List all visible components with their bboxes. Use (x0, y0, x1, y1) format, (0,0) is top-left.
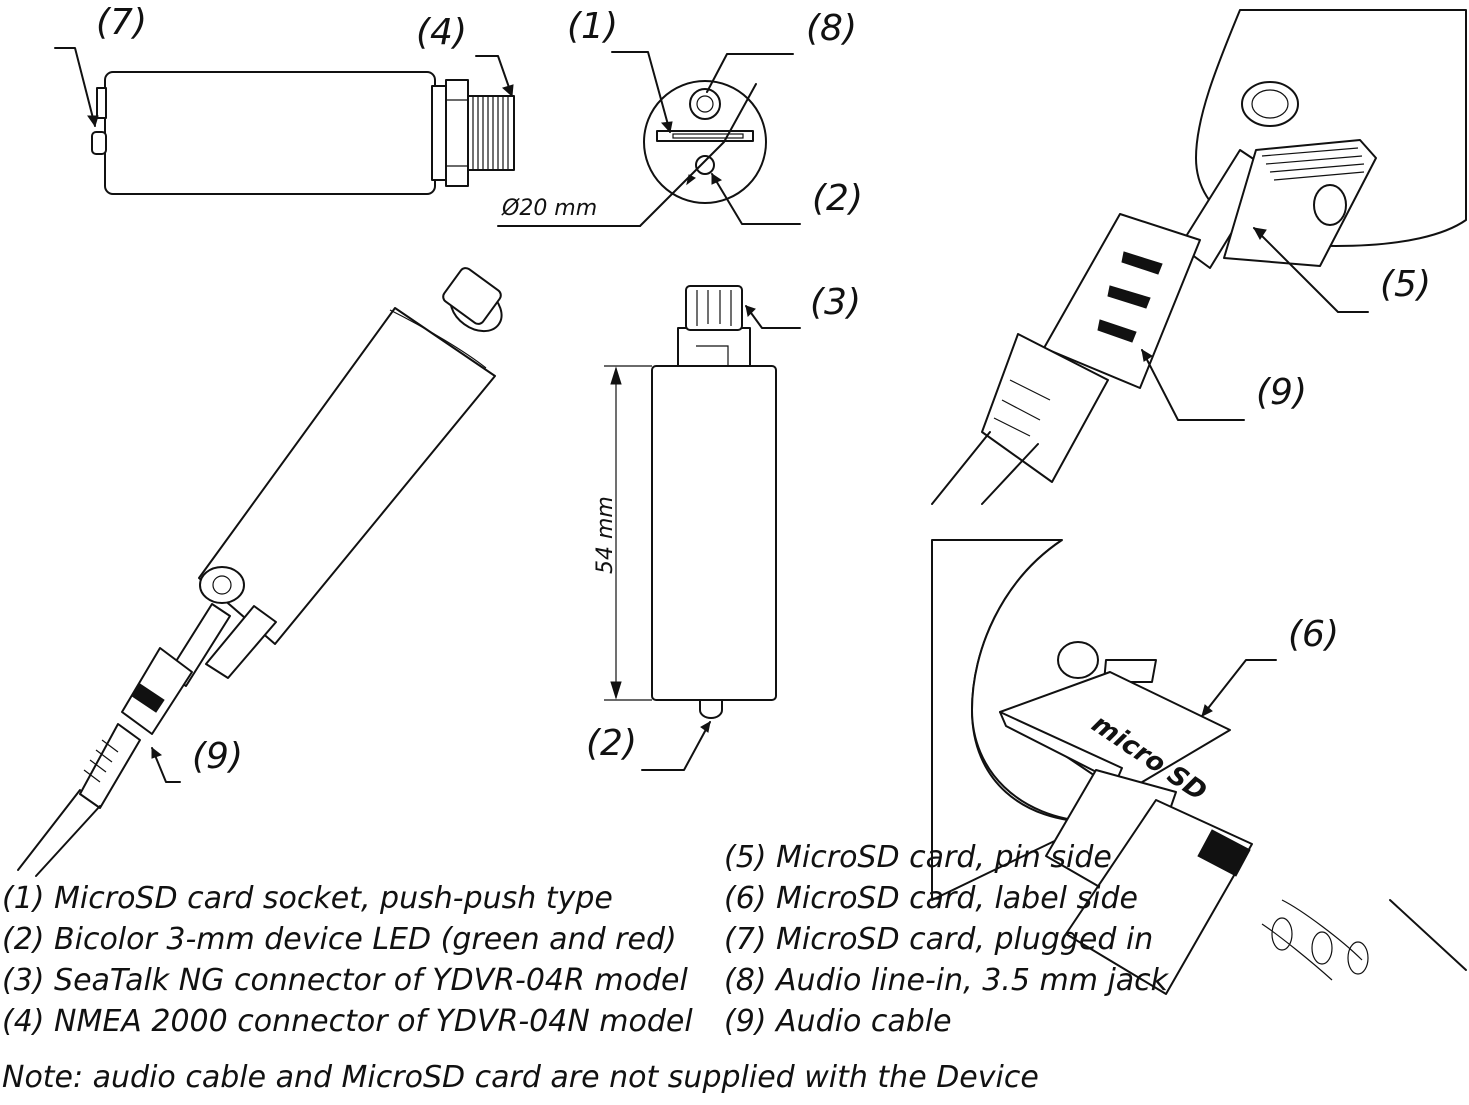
length-dimension-line (604, 365, 652, 701)
callout-4: (4) (416, 12, 467, 53)
legend-item-8: (8) Audio line-in, 3.5 mm jack (724, 963, 1169, 998)
legend-item-6: (6) MicroSD card, label side (724, 881, 1138, 916)
leader-6 (1201, 659, 1277, 717)
callout-8: (8) (806, 8, 857, 49)
leader-1 (611, 51, 671, 133)
legend-right: (5) MicroSD card, pin side (6) MicroSD c… (724, 837, 1168, 1042)
legend-left: (1) MicroSD card socket, push-push type … (2, 878, 693, 1042)
leader-4 (475, 55, 513, 97)
leader-9-right (1141, 349, 1245, 421)
leader-9-left (151, 747, 181, 783)
legend-item-1: (1) MicroSD card socket, push-push type (2, 881, 613, 916)
leader-8 (706, 53, 794, 93)
callout-9-right: (9) (1256, 372, 1307, 413)
callout-2-front: (2) (586, 723, 637, 764)
front-view-device (651, 285, 777, 719)
legend-item-2: (2) Bicolor 3-mm device LED (green and r… (2, 922, 677, 957)
closeup-label-side: micro SD (931, 539, 1467, 995)
length-dimension: 54 mm (593, 496, 618, 574)
callout-9-left: (9) (192, 736, 243, 777)
leader-7 (54, 47, 96, 127)
callout-2-top: (2) (812, 178, 863, 219)
callout-1: (1) (567, 6, 618, 47)
leader-2-top (711, 173, 801, 225)
legend-item-4: (4) NMEA 2000 connector of YDVR-04N mode… (2, 1004, 693, 1039)
isometric-device-cable (17, 267, 503, 877)
thread-lines (472, 96, 509, 170)
side-view-device (91, 71, 515, 195)
callout-6: (6) (1288, 614, 1339, 655)
legend-item-5: (5) MicroSD card, pin side (724, 840, 1112, 875)
supply-note: Note: audio cable and MicroSD card are n… (2, 1060, 1039, 1095)
end-view-device (639, 80, 767, 227)
legend-item-7: (7) MicroSD card, plugged in (724, 922, 1154, 957)
closeup-pin-side (931, 9, 1467, 505)
legend-item-3: (3) SeaTalk NG connector of YDVR-04R mod… (2, 963, 688, 998)
callout-5: (5) (1380, 264, 1431, 305)
leader-5 (1253, 227, 1369, 313)
leader-2-front (641, 721, 711, 771)
diameter-dimension: Ø20 mm (501, 196, 597, 221)
callout-3: (3) (810, 282, 861, 323)
callout-7: (7) (96, 2, 147, 43)
legend-item-9: (9) Audio cable (724, 1004, 952, 1039)
